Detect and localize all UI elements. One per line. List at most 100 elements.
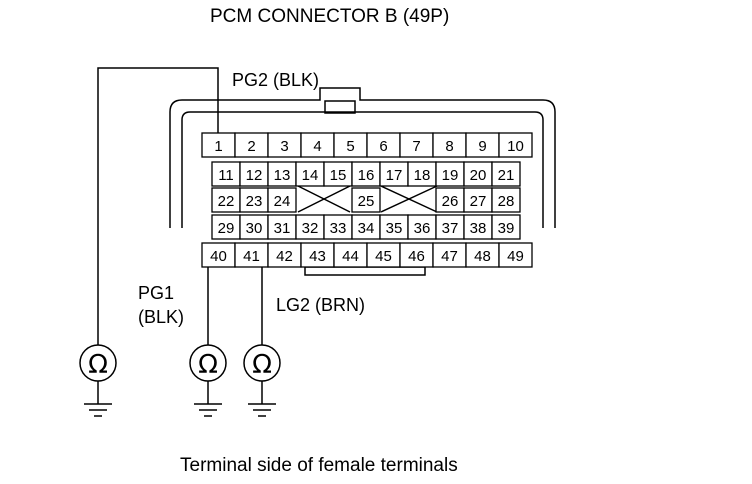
terminal-number: 47 <box>441 248 458 265</box>
terminal-number: 28 <box>498 193 515 210</box>
terminal-number: 38 <box>470 220 487 237</box>
terminal-number: 8 <box>445 138 453 155</box>
terminal-number: 16 <box>358 167 375 184</box>
ground-icon <box>248 381 276 417</box>
terminal-cavity <box>366 132 401 158</box>
terminal-cavity <box>239 214 269 240</box>
terminal-cavity <box>465 242 500 268</box>
svg-text:Ω: Ω <box>88 350 108 380</box>
terminal-number: 15 <box>330 167 347 184</box>
terminal-number: 9 <box>478 138 486 155</box>
svg-text:Ω: Ω <box>198 350 218 380</box>
ground-icon <box>194 381 222 417</box>
terminal-number: 27 <box>470 193 487 210</box>
terminal-cavity <box>267 161 297 187</box>
terminal-number: 2 <box>247 138 255 155</box>
diagram-caption: Terminal side of female terminals <box>180 455 458 476</box>
terminal-cavity <box>300 132 335 158</box>
terminal-number: 45 <box>375 248 392 265</box>
terminal-cavity <box>267 187 297 213</box>
terminal-number: 4 <box>313 138 321 155</box>
terminal-number: 46 <box>408 248 425 265</box>
terminal-cavity <box>465 132 500 158</box>
pg1-color-label: (BLK) <box>138 307 185 327</box>
connector-housing-outer <box>169 87 556 228</box>
terminal-number: 19 <box>442 167 459 184</box>
terminal-cavity <box>435 187 465 213</box>
terminal-number: 31 <box>274 220 291 237</box>
terminal-number: 43 <box>309 248 326 265</box>
terminal-number: 29 <box>218 220 235 237</box>
housing-tab-bottom <box>304 266 426 276</box>
connector-housing-inner <box>181 111 544 228</box>
terminal-number: 5 <box>346 138 354 155</box>
terminal-cavity <box>407 161 437 187</box>
terminal-cavity <box>407 214 437 240</box>
terminal-cavity <box>366 242 401 268</box>
lg2-label: LG2 (BRN) <box>276 295 366 315</box>
terminal-cavity <box>463 187 493 213</box>
terminal-cavity <box>267 132 302 158</box>
terminal-number: 35 <box>386 220 403 237</box>
terminal-number: 18 <box>414 167 431 184</box>
housing-tab-top <box>324 100 356 114</box>
terminal-cavity <box>211 187 241 213</box>
pg1-label: PG1 <box>138 283 175 303</box>
terminal-cavity <box>491 187 521 213</box>
terminal-number: 11 <box>218 167 234 184</box>
terminal-cavity <box>234 132 269 158</box>
terminal-cavity <box>491 214 521 240</box>
terminal-cavity <box>432 242 467 268</box>
terminal-number: 13 <box>274 167 291 184</box>
terminal-number: 34 <box>358 220 375 237</box>
terminal-number: 22 <box>218 193 235 210</box>
terminal-cavity <box>351 187 381 213</box>
svg-text:Ω: Ω <box>252 350 272 380</box>
terminal-number: 17 <box>386 167 403 184</box>
terminal-number: 24 <box>274 193 291 210</box>
terminal-number: 14 <box>302 167 319 184</box>
terminal-number: 32 <box>302 220 319 237</box>
terminal-cavity <box>491 161 521 187</box>
pg2-wire <box>97 67 219 345</box>
pg2-label: PG2 (BLK) <box>232 70 320 90</box>
terminal-number: 1 <box>214 138 222 155</box>
terminal-number: 26 <box>442 193 459 210</box>
terminal-number: 12 <box>246 167 263 184</box>
terminal-cavity <box>295 214 325 240</box>
terminal-cavity <box>300 242 335 268</box>
ground-icon <box>84 381 112 417</box>
terminal-number: 36 <box>414 220 431 237</box>
terminal-number: 41 <box>243 248 260 265</box>
terminal-cavity <box>333 132 368 158</box>
terminal-number: 48 <box>474 248 491 265</box>
terminal-cavity <box>239 187 269 213</box>
terminal-number: 21 <box>498 167 515 184</box>
terminal-cavity <box>399 242 434 268</box>
terminal-number: 7 <box>412 138 420 155</box>
blank-cavity-x <box>297 185 351 213</box>
terminal-number: 6 <box>379 138 387 155</box>
connector-title: PCM CONNECTOR B (49P) <box>210 6 450 27</box>
terminal-number: 37 <box>442 220 459 237</box>
terminal-number: 30 <box>246 220 263 237</box>
terminal-number: 42 <box>276 248 293 265</box>
ohmmeter-icon: Ω <box>79 344 117 417</box>
terminal-number: 39 <box>498 220 515 237</box>
terminal-cavity <box>323 214 353 240</box>
terminal-cavity <box>351 214 381 240</box>
blank-cavity-x <box>380 185 438 213</box>
terminal-number: 25 <box>358 193 375 210</box>
terminal-cavity <box>211 161 241 187</box>
terminal-cavity <box>351 161 381 187</box>
terminal-number: 23 <box>246 193 263 210</box>
terminal-cavity <box>201 242 236 268</box>
terminal-number: 20 <box>470 167 487 184</box>
terminal-number: 3 <box>280 138 288 155</box>
terminal-number: 40 <box>210 248 227 265</box>
terminal-cavity <box>498 132 533 158</box>
terminal-number: 33 <box>330 220 347 237</box>
terminal-number: 44 <box>342 248 359 265</box>
terminal-cavity <box>498 242 533 268</box>
